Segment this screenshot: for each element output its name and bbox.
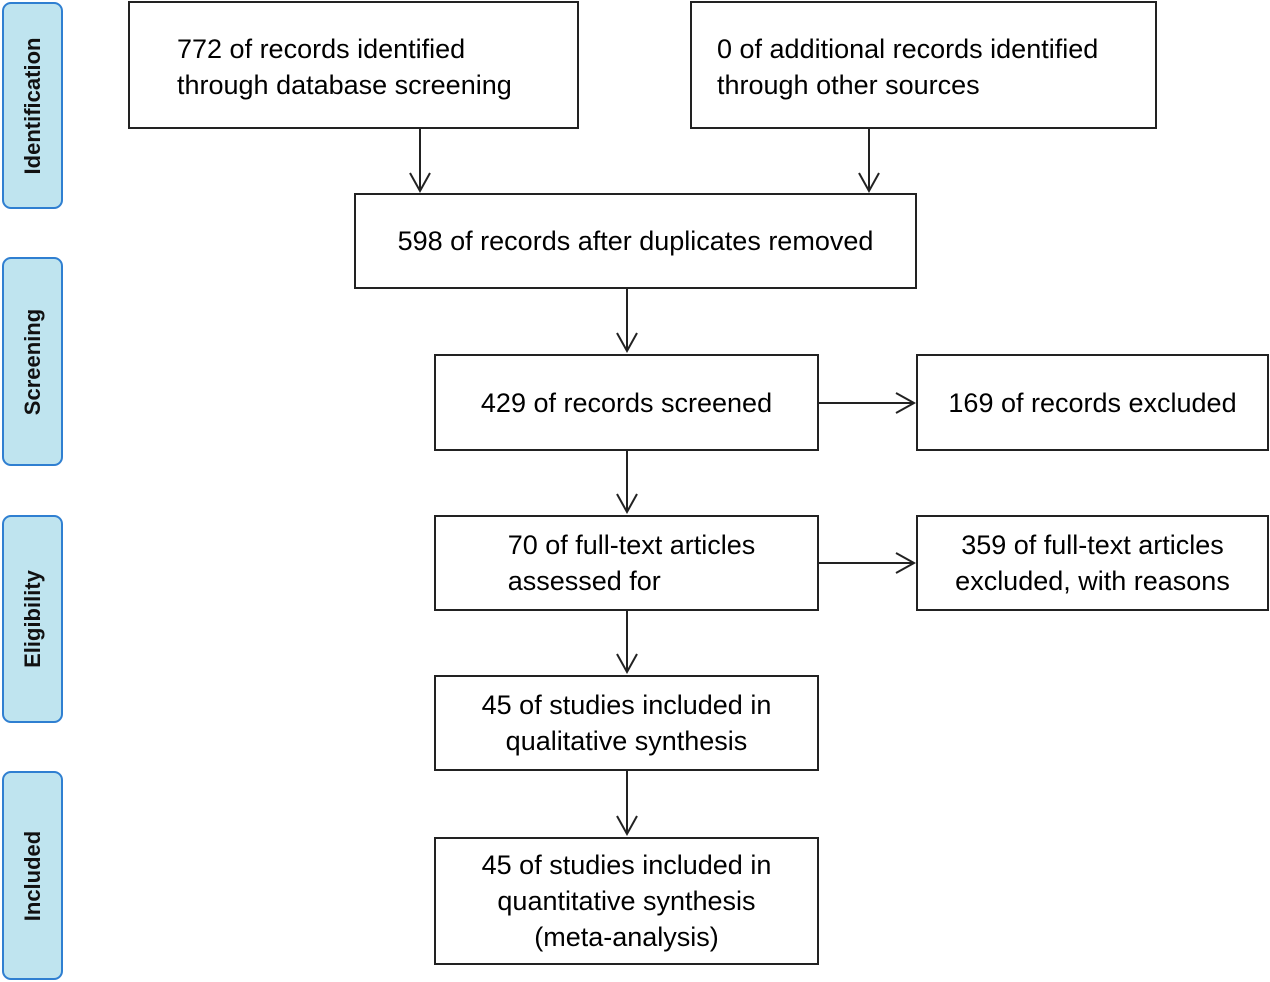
stage-screening: Screening <box>2 257 63 466</box>
arrow-screened-to-excluded <box>819 392 917 414</box>
box-fulltext-excluded-text: 359 of full-text articles excluded, with… <box>955 530 1230 596</box>
box-other-sources: 0 of additional records identified throu… <box>690 1 1157 129</box>
stage-label-screening: Screening <box>19 308 45 415</box>
box-qualitative-synthesis-text: 45 of studies included in qualitative sy… <box>481 690 772 756</box>
box-quantitative-synthesis-text: 45 of studies included in quantitative s… <box>481 850 772 952</box>
box-records-excluded: 169 of records excluded <box>916 354 1269 451</box>
box-quantitative-synthesis: 45 of studies included in quantitative s… <box>434 837 819 965</box>
box-after-duplicates-text: 598 of records after duplicates removed <box>397 226 874 256</box>
arrow-database-to-duplicates <box>409 129 431 194</box>
stage-eligibility: Eligibility <box>2 515 63 723</box>
stage-included: Included <box>2 771 63 980</box>
box-database-records: 772 of records identified through databa… <box>128 1 579 129</box>
arrow-qualitative-to-quantitative <box>616 771 638 837</box>
box-fulltext-assessed-text: 70 of full-text articles assessed for <box>507 530 756 596</box>
box-records-screened: 429 of records screened <box>434 354 819 451</box>
arrow-fulltext-to-qualitative <box>616 611 638 675</box>
arrow-screened-to-fulltext <box>616 451 638 515</box>
box-qualitative-synthesis: 45 of studies included in qualitative sy… <box>434 675 819 771</box>
box-after-duplicates: 598 of records after duplicates removed <box>354 193 917 289</box>
arrow-duplicates-to-screened <box>616 289 638 354</box>
stage-label-identification: Identification <box>19 37 45 174</box>
stage-label-eligibility: Eligibility <box>19 570 45 668</box>
box-database-records-text: 772 of records identified through databa… <box>177 34 512 100</box>
arrow-other-to-duplicates <box>858 129 880 194</box>
arrow-fulltext-to-excluded <box>819 552 917 574</box>
box-records-excluded-text: 169 of records excluded <box>948 387 1237 418</box>
stage-label-included: Included <box>19 830 45 921</box>
box-fulltext-excluded: 359 of full-text articles excluded, with… <box>916 515 1269 611</box>
box-records-screened-text: 429 of records screened <box>480 387 773 418</box>
box-other-sources-text: 0 of additional records identified throu… <box>717 34 1099 100</box>
box-fulltext-assessed: 70 of full-text articles assessed for <box>434 515 819 611</box>
stage-identification: Identification <box>2 2 63 209</box>
